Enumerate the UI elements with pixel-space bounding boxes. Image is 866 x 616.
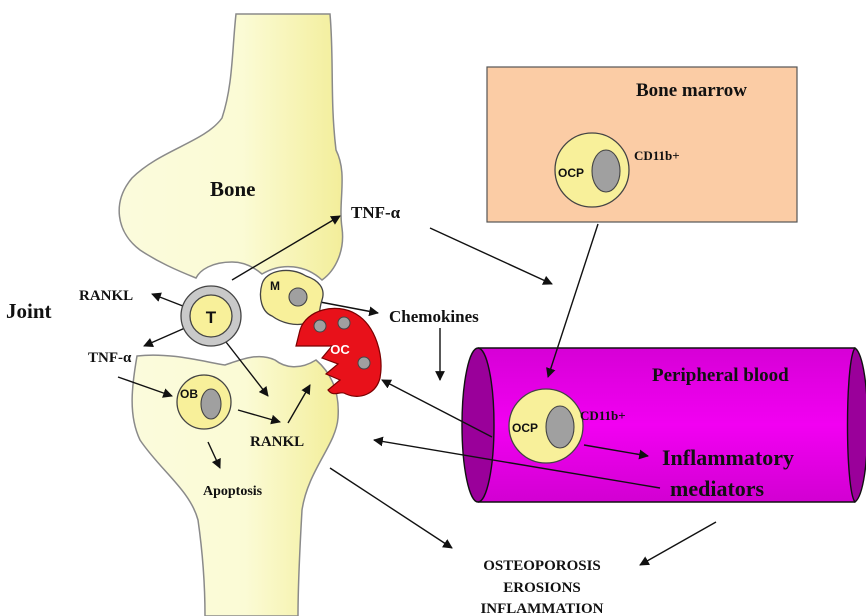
- cd11b-marrow-label: CD11b+: [634, 148, 680, 163]
- osteoclast-nucleus-2: [338, 317, 350, 329]
- ocp-blood-label: OCP: [512, 421, 538, 435]
- t-cell-label: T: [206, 308, 217, 327]
- joint-label: Joint: [6, 299, 52, 323]
- rankl-left-label: RANKL: [79, 288, 133, 304]
- upper-bone: [119, 14, 342, 280]
- cd11b-blood-label: CD11b+: [580, 408, 626, 423]
- arrow-tnf-to-vessel: [430, 228, 552, 284]
- bone-marrow-label: Bone marrow: [636, 80, 747, 101]
- ocp-marrow-label: OCP: [558, 166, 584, 180]
- outcome-osteoporosis: OSTEOPOROSIS: [483, 558, 601, 574]
- outcome-erosions: EROSIONS: [503, 580, 581, 596]
- chemokines-label: Chemokines: [389, 307, 479, 326]
- rankl-bottom-label: RANKL: [250, 434, 304, 450]
- vessel-right-end: [848, 348, 866, 502]
- osteoclast-label: OC: [330, 342, 350, 357]
- mediators-label: mediators: [670, 476, 765, 501]
- tnf-top-label: TNF-α: [351, 203, 401, 222]
- osteoclast-nucleus-3: [358, 357, 370, 369]
- apoptosis-label: Apoptosis: [203, 484, 263, 499]
- macrophage-label: M: [270, 279, 280, 293]
- arrow-t-to-tnf-left: [144, 328, 185, 346]
- inflammatory-label: Inflammatory: [662, 445, 794, 470]
- osteoblast-label: OB: [180, 387, 198, 401]
- bone-label: Bone: [210, 177, 256, 201]
- arrow-bone-to-outcome: [330, 468, 452, 548]
- ocp-blood-nucleus: [546, 406, 574, 448]
- peripheral-blood-label: Peripheral blood: [652, 365, 789, 386]
- ocp-marrow-nucleus: [592, 150, 620, 192]
- osteoblast-nucleus: [201, 389, 221, 419]
- vessel-left-end: [462, 348, 494, 502]
- arrow-vessel-to-outcome: [640, 522, 716, 565]
- tnf-left-label: TNF-α: [88, 350, 132, 366]
- macrophage-nucleus: [289, 288, 307, 306]
- outcome-inflammation: INFLAMMATION: [480, 601, 603, 616]
- osteoclast-nucleus-1: [314, 320, 326, 332]
